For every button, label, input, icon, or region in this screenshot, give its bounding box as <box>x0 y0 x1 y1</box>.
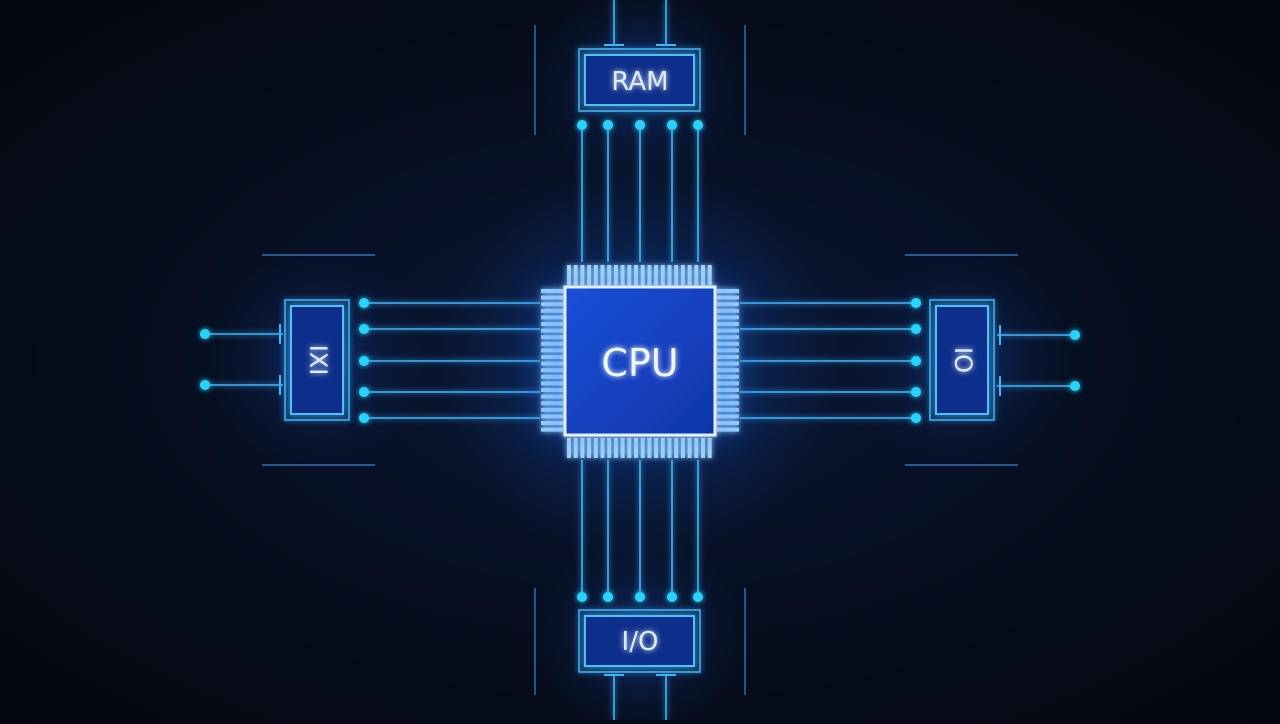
stub-ticks <box>279 44 1001 676</box>
cpu-pin <box>607 265 612 285</box>
cpu-pin <box>647 438 652 458</box>
cpu-pin <box>620 265 625 285</box>
cpu-pin <box>654 265 659 285</box>
ram-label: RAM <box>611 67 668 97</box>
cpu-pin <box>640 438 645 458</box>
cpu-pin <box>593 438 598 458</box>
cpu-pin <box>613 265 618 285</box>
guide-lines <box>262 25 1018 695</box>
cpu-pin <box>680 265 685 285</box>
cpu-pin <box>654 438 659 458</box>
cpu-chip <box>544 285 736 437</box>
cpu-pin <box>694 438 699 458</box>
cpu-pin <box>620 438 625 458</box>
cpu-pin <box>580 265 585 285</box>
cpu-pin <box>647 265 652 285</box>
cpu-pin <box>701 438 705 458</box>
cpu-pin <box>627 265 632 285</box>
cpu-pin <box>600 265 605 285</box>
cpu-label: CPU <box>601 341 678 385</box>
cpu-pin <box>687 265 692 285</box>
cpu-pin <box>567 265 571 285</box>
cpu-pin <box>687 438 692 458</box>
cpu-pin <box>707 438 712 458</box>
cpu-pin <box>667 438 672 458</box>
left-module <box>284 299 350 421</box>
cpu-pin <box>607 438 612 458</box>
io-module <box>578 609 701 673</box>
cpu-pin <box>593 265 598 285</box>
cpu-pin <box>634 265 638 285</box>
cpu-pin <box>587 438 592 458</box>
cpu-pin <box>613 438 618 458</box>
cpu-pin <box>701 265 705 285</box>
right-module <box>929 299 995 421</box>
cpu-pin <box>580 438 585 458</box>
cpu-pin <box>694 265 699 285</box>
cpu-pin <box>660 438 665 458</box>
cpu-pin <box>674 438 679 458</box>
right-module-label: IO <box>949 347 977 373</box>
cpu-pin <box>680 438 685 458</box>
left-module-label: IXI <box>304 345 332 376</box>
cpu-pin <box>660 265 665 285</box>
cpu-pin <box>567 438 571 458</box>
cpu-pin <box>573 438 578 458</box>
cpu-pin <box>600 438 605 458</box>
connector-dots <box>200 120 1080 602</box>
cpu-pin <box>667 265 672 285</box>
io-label: I/O <box>622 627 659 657</box>
cpu-pin <box>640 265 645 285</box>
cpu-pin <box>674 265 679 285</box>
bus-lines <box>205 0 1075 720</box>
cpu-pin <box>573 265 578 285</box>
cpu-pin <box>634 438 638 458</box>
ram-module <box>578 48 701 112</box>
cpu-pin <box>627 438 632 458</box>
cpu-pin <box>707 265 712 285</box>
cpu-pin <box>587 265 592 285</box>
